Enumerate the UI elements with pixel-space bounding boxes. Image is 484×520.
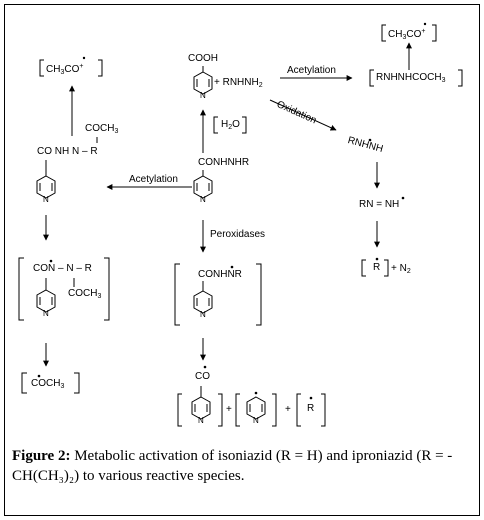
label-n-ring-5: N <box>200 310 206 319</box>
figure-border <box>4 4 480 516</box>
label-con-n-r: CON – N – R <box>33 263 92 274</box>
radical-dot-acetyl-left <box>82 56 86 60</box>
bracket-diazene-radical <box>174 263 262 326</box>
figure-caption: Figure 2: Metabolic activation of isonia… <box>12 446 474 486</box>
label-conhnhr: CONHNHR <box>198 157 250 168</box>
label-acetyl-right: CH3CO+ <box>388 28 426 41</box>
label-plus-rnhnh2: + RNHNH2 <box>214 77 263 90</box>
pyridine-ring-acyl-radical <box>36 278 56 313</box>
pyridine-ring-acetylhydrazide <box>36 160 56 199</box>
bracket-r-radical-bottom <box>296 393 326 427</box>
bracket-acyl-radical <box>18 257 110 321</box>
label-rn-nh: RN = NH <box>359 199 400 210</box>
figure-caption-text: Metabolic activation of isoniazid (R = H… <box>12 448 453 484</box>
radical-dot-nh <box>401 196 405 200</box>
radical-dot-pyridyl <box>254 391 258 395</box>
bracket-acetyl-left <box>39 59 103 77</box>
pyridine-ring-isonicotinoyl-radical <box>191 386 211 420</box>
bracket-isonicotinoyl-radical <box>177 393 223 427</box>
bracket-acetyl-right <box>381 24 437 42</box>
label-co: CO <box>195 371 210 382</box>
label-n-ring-3: N <box>43 195 49 204</box>
label-co-nh-n-r: CO NH N – R <box>37 146 98 157</box>
pyridine-ring-isonicotinic <box>193 66 213 95</box>
arrow-oxidation <box>269 99 337 131</box>
pyridine-ring-diazene <box>193 281 213 314</box>
bracket-acetyl-radical <box>21 372 80 394</box>
label-coch3-radical: COCH3 <box>31 378 65 391</box>
bracket-acetylhydrazine <box>369 69 463 87</box>
label-plus-n2: + N2 <box>391 263 411 276</box>
label-peroxidases: Peroxidases <box>210 229 266 240</box>
label-n-ring-2: N <box>200 195 206 204</box>
bracket-h2o <box>213 116 247 134</box>
radical-dot-nr <box>230 265 234 269</box>
label-acetylhydrazine: RNHNHCOCH3 <box>376 72 446 85</box>
label-n-ring-6: N <box>198 416 204 425</box>
bracket-r-radical-right <box>361 259 389 277</box>
pyridine-ring-pyridyl-radical <box>246 396 266 420</box>
radical-dot-r-right <box>375 257 379 261</box>
radical-dot-con <box>49 259 53 263</box>
label-coch3-bracket: COCH3 <box>68 288 102 301</box>
radical-dot-rnhnh <box>368 138 372 142</box>
label-r-small: R <box>307 403 315 414</box>
label-plus-1: + <box>226 404 232 415</box>
label-acetylation-top: Acetylation <box>287 65 336 76</box>
figure-label: Figure 2: <box>12 448 71 464</box>
label-n-ring-1: N <box>200 91 206 100</box>
label-acetyl-left: CH3CO+ <box>46 63 84 76</box>
label-n-ring-7: N <box>253 416 259 425</box>
radical-dot-coch3 <box>37 374 41 378</box>
radical-dot-r-bottom <box>309 396 313 400</box>
label-h2o: H2O <box>221 119 240 132</box>
radical-dot-acetyl-right <box>423 22 427 26</box>
label-r-radical: R <box>373 262 381 273</box>
label-plus-2: + <box>285 404 291 415</box>
label-n-ring-4: N <box>43 309 49 318</box>
bracket-pyridyl-radical <box>235 393 277 427</box>
label-acetylation-mid: Acetylation <box>129 174 178 185</box>
label-conhnr: CONHNR <box>198 269 242 280</box>
radical-dot-co <box>203 365 207 369</box>
label-coch3-left: COCH3 <box>85 123 119 136</box>
pyridine-ring-hydrazide <box>193 170 213 199</box>
label-cooh: COOH <box>188 53 218 64</box>
